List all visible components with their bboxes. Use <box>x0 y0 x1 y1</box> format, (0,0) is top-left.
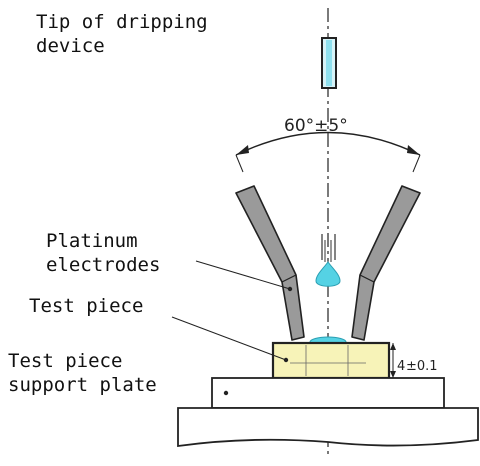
support-plate <box>211 377 445 409</box>
test-piece <box>271 341 391 380</box>
base-block <box>177 407 479 448</box>
angle-arrow-right <box>407 145 420 155</box>
angle-arc <box>235 131 421 156</box>
support-plate-label-line2: support plate <box>8 374 157 396</box>
thickness-tolerance: ±0.1 <box>406 359 438 374</box>
droplet <box>315 261 341 287</box>
leader-electrodes <box>195 260 291 290</box>
electrode-left-edge <box>281 274 297 283</box>
platinum-electrode-right <box>351 185 421 341</box>
leader-support-plate-dot <box>223 390 229 396</box>
electrodes-label-line1: Platinum <box>46 230 138 252</box>
platinum-electrode-left <box>235 185 305 341</box>
dripping-device-label-line2: device <box>36 35 105 57</box>
dripping-device-label-line1: Tip of dripping <box>36 11 208 33</box>
angle-extension-right <box>412 154 421 173</box>
leader-test-piece <box>171 316 287 361</box>
test-piece-label: Test piece <box>29 295 144 317</box>
angle-dimension-label: 60°±5° <box>284 116 348 136</box>
leader-electrodes-dot <box>287 286 293 292</box>
thickness-arrow-top <box>390 343 396 350</box>
support-plate-label-line1: Test piece <box>8 350 123 372</box>
thickness-arrow-bottom <box>390 371 396 378</box>
angle-extension-left <box>235 154 244 173</box>
electrode-right-edge <box>359 274 375 283</box>
angle-arrow-left <box>236 145 249 155</box>
electrodes-label-line2: electrodes <box>46 254 161 276</box>
dripping-device-bore <box>326 40 332 86</box>
thickness-value: 4 <box>397 359 405 374</box>
leader-test-piece-dot <box>283 357 289 363</box>
